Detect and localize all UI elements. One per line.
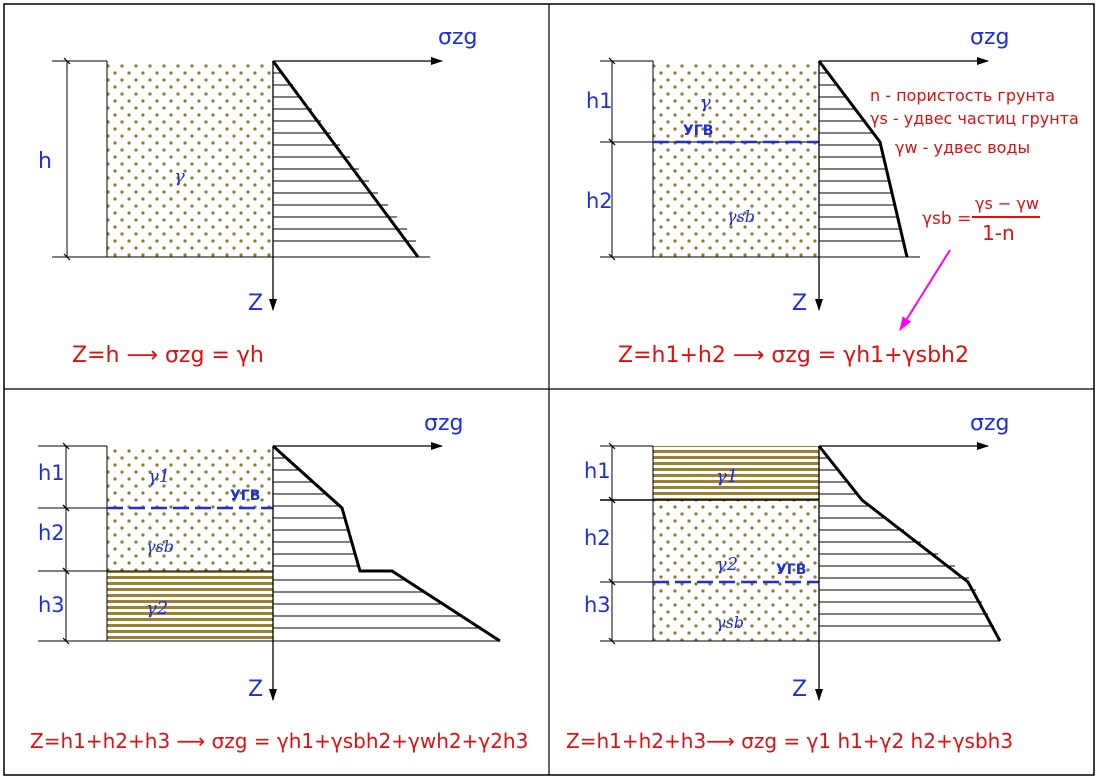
sigma-axis-label: σzg [424,411,463,436]
height-label: h [38,149,52,174]
legend-porosity: n - пористость грунта [870,86,1055,105]
gamma-label: γ [700,92,711,113]
h2-label: h2 [38,521,65,545]
ugv-label: УГВ [683,123,713,139]
panel-4: σzg Z h1 h2 h3 γ1 γ2 УГВ γsb Z=h1+h2+h3⟶… [566,411,1013,753]
gamma2-label: γ2 [146,598,168,619]
z-axis-label: Z [792,677,807,702]
ugv-label: УГВ [230,488,260,504]
z-axis-label: Z [792,291,807,316]
z-axis-label: Z [248,291,263,316]
formula: Z=h ⟶ σzg = γh [72,343,264,368]
legend-water-weight: γw - удвес воды [895,138,1030,157]
gamma-sb-label: γsb [727,207,755,226]
panel-3: σzg Z h1 h2 h3 γ1 УГВ γsb γ2 Z=h1+h2+h3 … [30,411,528,753]
stress-epure [271,444,501,643]
sigma-axis-label: σzg [438,25,477,50]
gamma-sb-label: γsb [146,537,174,556]
h2-label: h2 [586,189,613,213]
h3-label: h3 [584,593,611,617]
gamma-sb-formula-numerator: γs − γw [975,194,1039,213]
panel-frame [3,3,1095,776]
gamma-sb-formula-denominator: 1-n [982,221,1015,245]
gamma-sb-label: γsb [716,613,744,632]
z-axis-label: Z [248,677,263,702]
stress-epure [271,60,420,258]
sigma-axis-label: σzg [970,411,1009,436]
formula: Z=h1+h2+h3⟶ σzg = γ1 h1+γ2 h2+γsbh3 [566,729,1013,753]
soil-layer-sand [653,500,819,641]
h1-label: h1 [584,459,611,483]
stress-epure [817,60,909,258]
soil-layer-clay [653,446,819,500]
soil-layer-1 [107,61,273,257]
gamma2-label: γ2 [716,554,738,575]
formula: Z=h1+h2 ⟶ σzg = γh1+γsbh2 [618,343,969,368]
h2-label: h2 [584,526,611,550]
h3-label: h3 [38,593,65,617]
gamma-label: γ [174,166,185,187]
h1-label: h1 [586,89,613,113]
gamma-sb-formula-left: γsb = [922,209,971,229]
h1-label: h1 [38,461,65,485]
sigma-axis-label: σzg [970,25,1009,50]
ugv-label: УГВ [776,562,806,578]
gamma1-label: γ1 [716,466,738,487]
formula: Z=h1+h2+h3 ⟶ σzg = γh1+γsbh2+γwh2+γ2h3 [30,729,528,753]
soil-layer-clay [107,571,273,641]
panel-2: σzg Z h1 h2 γ УГВ γsb n - пористость гру… [586,25,1079,368]
panel-1: σzg Z h γ Z=h ⟶ σzg = γh [38,25,477,368]
pointer-arrow [899,249,951,331]
stress-epure [817,445,1002,642]
legend-particle-weight: γs - удвес частиц грунта [870,109,1079,128]
gamma1-label: γ1 [148,466,170,487]
soil-layer [653,61,819,257]
